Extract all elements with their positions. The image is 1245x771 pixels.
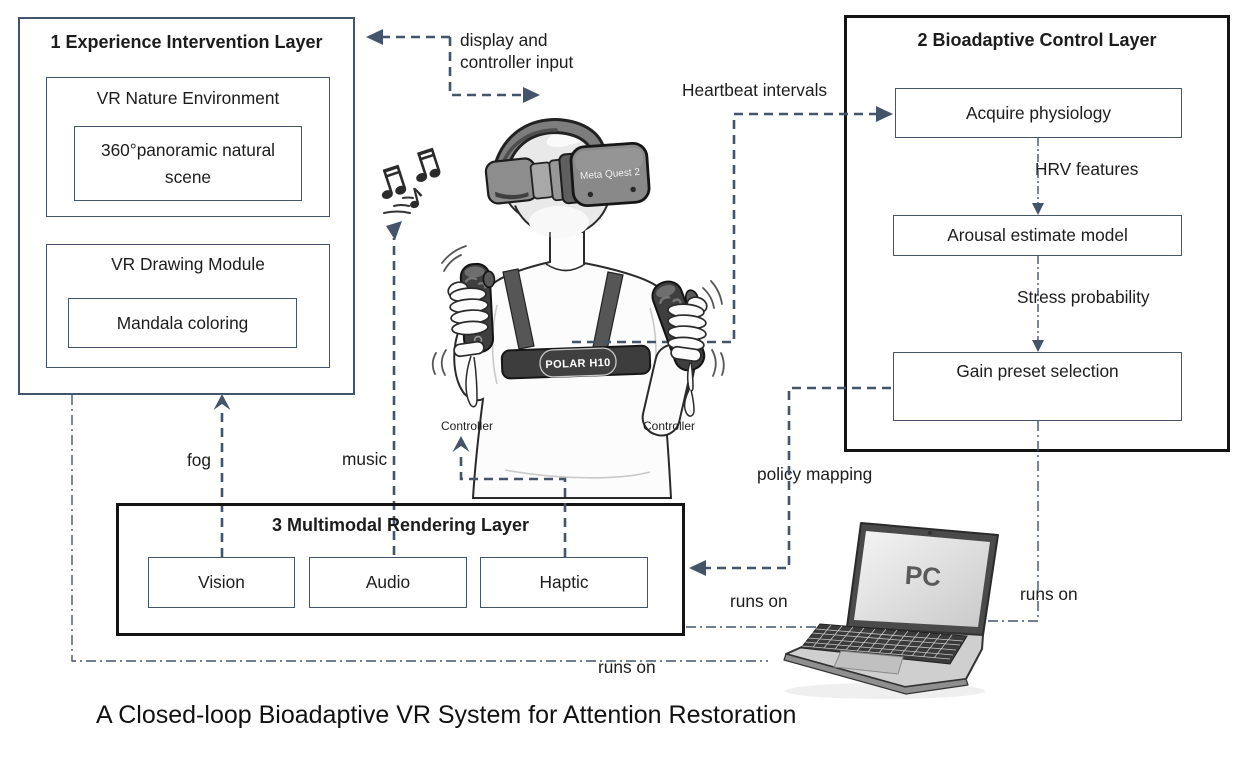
- svg-text:Controller: Controller: [643, 419, 695, 433]
- svg-text:Meta Quest 2: Meta Quest 2: [580, 167, 641, 182]
- svg-text:PC: PC: [904, 560, 942, 592]
- svg-text:Controller: Controller: [441, 419, 493, 433]
- svg-text:POLAR H10: POLAR H10: [545, 357, 611, 371]
